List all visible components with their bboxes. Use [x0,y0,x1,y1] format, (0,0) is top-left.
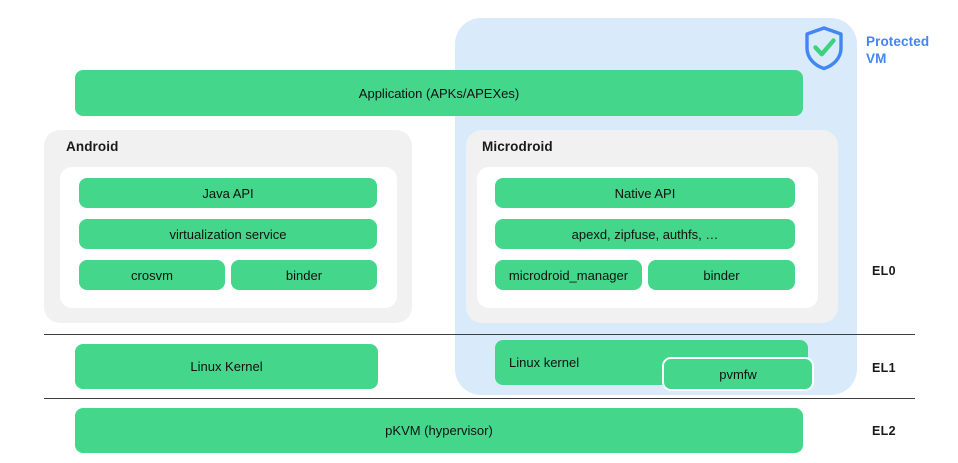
android-binder-box: binder [231,260,377,290]
pkvm-hypervisor-box: pKVM (hypervisor) [75,408,803,453]
android-virtualization-service-box: virtualization service [79,219,377,249]
el0-el1-divider [44,334,915,335]
protected-vm-label-line1: Protected [866,34,930,49]
application-bar: Application (APKs/APEXes) [75,70,803,116]
android-java-api-box: Java API [79,178,377,208]
protected-vm-label-line2: VM [866,51,887,66]
android-crosvm-box: crosvm [79,260,225,290]
shield-check-icon [802,25,846,71]
el2-label: EL2 [872,424,896,438]
el1-el2-divider [44,398,915,399]
el0-label: EL0 [872,264,896,278]
android-panel-title: Android [66,139,119,154]
protected-vm-label: Protected VM [866,33,952,67]
pvmfw-box: pvmfw [662,357,814,391]
microdroid-native-api-box: Native API [495,178,795,208]
microdroid-panel-title: Microdroid [482,139,553,154]
el1-label: EL1 [872,361,896,375]
microdroid-daemons-box: apexd, zipfuse, authfs, … [495,219,795,249]
microdroid-binder-box: binder [648,260,795,290]
android-linux-kernel-box: Linux Kernel [75,344,378,389]
microdroid-manager-box: microdroid_manager [495,260,642,290]
